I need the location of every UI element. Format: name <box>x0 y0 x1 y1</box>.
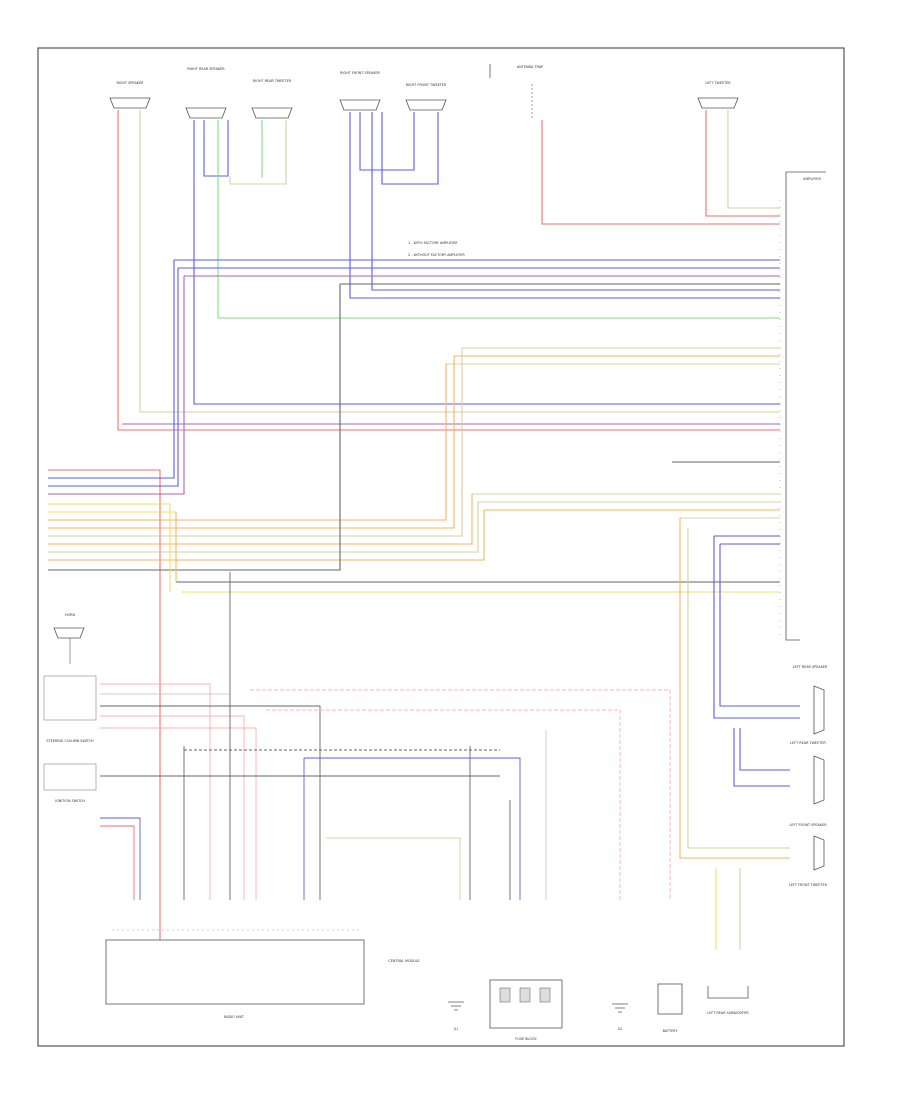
ground-icon <box>612 1003 628 1013</box>
left-front-speaker-label: LEFT FRONT SPEAKER <box>789 823 827 827</box>
central-module: CENTRAL MODULE <box>388 959 419 963</box>
wires-vertical <box>117 110 780 431</box>
ground-1: G1 <box>448 1001 464 1031</box>
wire-blue-rf-1 <box>349 112 780 299</box>
antenna-trap-label: ANTENNA TRAP <box>517 65 543 69</box>
speaker-icon <box>339 99 381 111</box>
left-tweeter: LEFT TWEETER <box>697 81 739 109</box>
wire-green-rr <box>217 120 780 319</box>
wire-tan-rr <box>229 120 287 185</box>
speaker-icon <box>251 107 293 119</box>
speaker-icon <box>707 986 749 999</box>
ground-2-label: G2 <box>618 1027 623 1031</box>
left-tweeter-label: LEFT TWEETER <box>705 81 731 85</box>
left-rear-tweeter: LEFT REAR TWEETER <box>790 741 826 805</box>
fuse-icon <box>519 987 531 1003</box>
left-rear-tweeter-label: LEFT REAR TWEETER <box>790 741 826 745</box>
speaker-icon <box>185 107 227 119</box>
battery-label: BATTERY <box>663 1029 679 1033</box>
right-speaker: RIGHT SPEAKER <box>109 81 151 109</box>
left-rear-speaker: LEFT REAR SPEAKER <box>793 665 828 735</box>
right-rear-tweeter-label: RIGHT REAR TWEETER <box>253 79 292 83</box>
speaker-icon <box>813 685 825 735</box>
radio-unit-label: RADIO UNIT <box>224 1015 245 1019</box>
ground-icon <box>448 1001 464 1011</box>
right-front-speaker-label: RIGHT FRONT SPEAKER <box>340 71 380 75</box>
left-front-speaker: LEFT FRONT SPEAKER <box>789 823 827 871</box>
left-small-wires <box>100 572 671 900</box>
wire-red-right-speaker <box>117 110 780 431</box>
wire-tan-left-tweeter <box>727 110 780 209</box>
wire-blue-rf-2 <box>371 112 780 291</box>
speaker-icon <box>405 99 447 111</box>
amplifier-label: AMPLIFIER <box>803 177 821 181</box>
wire-red-left-tweeter <box>705 110 780 217</box>
right-front-tweeter: RIGHT FRONT TWEETER <box>405 83 447 111</box>
wire-blue-rr-1 <box>193 120 780 405</box>
wire-blue-rf-3 <box>359 112 415 171</box>
left-rear-subwoofer: LEFT REAR SUBWOOFER <box>707 986 749 1015</box>
horn: HORN <box>53 613 85 664</box>
diagram-frame <box>37 47 845 1047</box>
speaker-icon <box>697 97 739 109</box>
wire-red-antenna <box>541 120 780 225</box>
left-harness <box>48 260 485 940</box>
ground-1-label: G1 <box>454 1027 459 1031</box>
ignition-switch: IGNITION SWITCH <box>43 763 97 803</box>
fuse-block-label: FUSE BLOCK <box>515 1037 537 1041</box>
right-rear-speaker-label: RIGHT REAR SPEAKER <box>187 67 225 71</box>
speaker-icon <box>813 835 825 871</box>
wire-tan-right-speaker <box>139 110 780 413</box>
speaker-icon <box>813 755 825 805</box>
wire-blue-rr-2 <box>203 120 229 177</box>
left-front-tweeter-label: LEFT FRONT TWEETER <box>789 883 828 887</box>
ground-2: G2 <box>612 1003 628 1031</box>
speaker-icon <box>53 627 85 639</box>
steering-column-switch: STEERING COLUMN SWITCH <box>43 675 97 743</box>
right-lower-wiring <box>679 518 800 950</box>
horn-label: HORN <box>65 613 76 617</box>
left-rear-speaker-label: LEFT REAR SPEAKER <box>793 665 828 669</box>
wire-blue-rf-4 <box>381 112 439 185</box>
radio-unit: RADIO UNIT <box>105 929 365 1019</box>
battery-icon <box>657 983 683 1015</box>
right-speaker-label: RIGHT SPEAKER <box>116 81 144 85</box>
amplifier: AMPLIFIER <box>785 171 826 641</box>
ignition-switch-label: IGNITION SWITCH <box>55 799 85 803</box>
antenna-trap: ANTENNA TRAP <box>489 64 543 120</box>
central-module-label: CENTRAL MODULE <box>388 959 419 963</box>
wires-horizontal <box>122 259 780 593</box>
steering-column-switch-label: STEERING COLUMN SWITCH <box>46 739 94 743</box>
left-rear-subwoofer-label: LEFT REAR SUBWOOFER <box>707 1011 749 1015</box>
right-rear-tweeter: RIGHT REAR TWEETER <box>251 79 293 119</box>
left-front-tweeter: LEFT FRONT TWEETER <box>789 883 828 887</box>
note-2: 2 - WITHOUT FACTORY AMPLIFIER <box>408 253 465 257</box>
fuse-icon <box>539 987 551 1003</box>
fuse-block: FUSE BLOCK <box>489 979 563 1041</box>
right-front-tweeter-label: RIGHT FRONT TWEETER <box>406 83 447 87</box>
fuse-icon <box>499 987 511 1003</box>
battery: BATTERY <box>657 983 683 1033</box>
note-1: 1 - WITH FACTORY AMPLIFIER <box>408 241 458 245</box>
speaker-icon <box>109 97 151 109</box>
right-front-speaker: RIGHT FRONT SPEAKER <box>339 71 381 111</box>
right-rear-speaker: RIGHT REAR SPEAKER <box>185 67 227 119</box>
